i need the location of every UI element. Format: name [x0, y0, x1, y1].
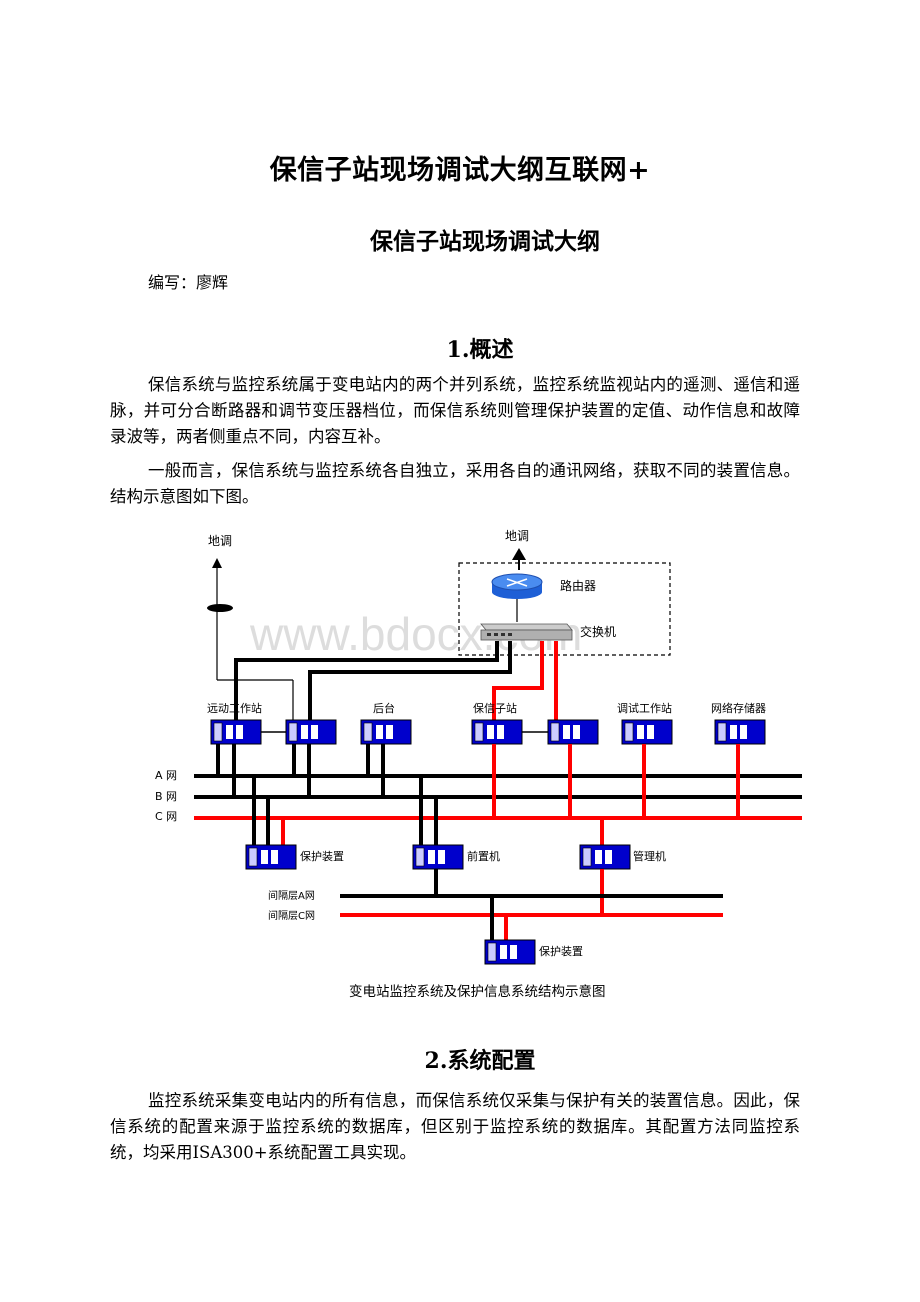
diagram-caption: 变电站监控系统及保护信息系统结构示意图 — [349, 983, 606, 1000]
label-substation: 保信子站 — [473, 701, 517, 715]
device-net-storage — [714, 719, 766, 745]
label-management: 管理机 — [633, 849, 666, 863]
document-subtitle: 保信子站现场调试大纲 — [370, 228, 600, 255]
dispatch-network-box — [458, 562, 671, 656]
label-protection-1: 保护装置 — [300, 849, 344, 863]
arrow-up-icon-left — [212, 558, 222, 568]
switch-icon — [480, 623, 573, 641]
router-icon — [491, 573, 543, 599]
device-front-machine — [412, 844, 464, 870]
label-net-c: C 网 — [155, 810, 177, 823]
label-bay-a: 间隔层A网 — [268, 889, 315, 902]
device-management — [579, 844, 631, 870]
label-net-storage: 网络存储器 — [711, 701, 766, 715]
arrow-up-icon — [512, 548, 526, 560]
device-substation-1 — [471, 719, 523, 745]
section-heading-overview: 1.概述 — [446, 337, 514, 363]
device-protection-2 — [484, 939, 536, 965]
device-protection-1 — [245, 844, 297, 870]
paragraph-overview-1: 保信系统与监控系统属于变电站内的两个并列系统，监控系统监视站内的遥测、遥信和遥脉… — [110, 375, 800, 446]
label-dispatch-left: 地调 — [208, 534, 232, 548]
label-backend: 后台 — [373, 701, 395, 715]
document-title: 保信子站现场调试大纲互联网+ — [269, 155, 651, 186]
structure-diagram: www.bdocx.com 地调 路由器 交换机 地调 远动工作站 后台 保信子… — [155, 529, 802, 1000]
label-protection-2: 保护装置 — [539, 944, 583, 958]
author-line: 编写：廖辉 — [148, 273, 229, 292]
paragraph-overview-2: 一般而言，保信系统与监控系统各自独立，采用各自的通讯网络，获取不同的装置信息。结… — [110, 461, 800, 506]
section-heading-config: 2.系统配置 — [424, 1048, 536, 1074]
modem-icon — [207, 604, 233, 612]
device-remote-station-1 — [210, 719, 262, 745]
label-remote-station: 远动工作站 — [207, 701, 262, 715]
device-debug-station — [621, 719, 673, 745]
label-net-a: A 网 — [155, 769, 177, 782]
device-backend — [360, 719, 412, 745]
label-dispatch-top: 地调 — [505, 529, 529, 543]
device-substation-2 — [547, 719, 599, 745]
device-remote-station-2 — [285, 719, 337, 745]
label-router: 路由器 — [560, 578, 596, 593]
label-net-b: B 网 — [155, 790, 177, 803]
label-switch: 交换机 — [580, 624, 616, 639]
label-debug-station: 调试工作站 — [617, 701, 672, 715]
paragraph-config-1: 监控系统采集变电站内的所有信息，而保信系统仅采集与保护有关的装置信息。因此，保信… — [110, 1091, 800, 1162]
label-front-machine: 前置机 — [467, 849, 500, 863]
label-bay-c: 间隔层C网 — [268, 909, 315, 922]
